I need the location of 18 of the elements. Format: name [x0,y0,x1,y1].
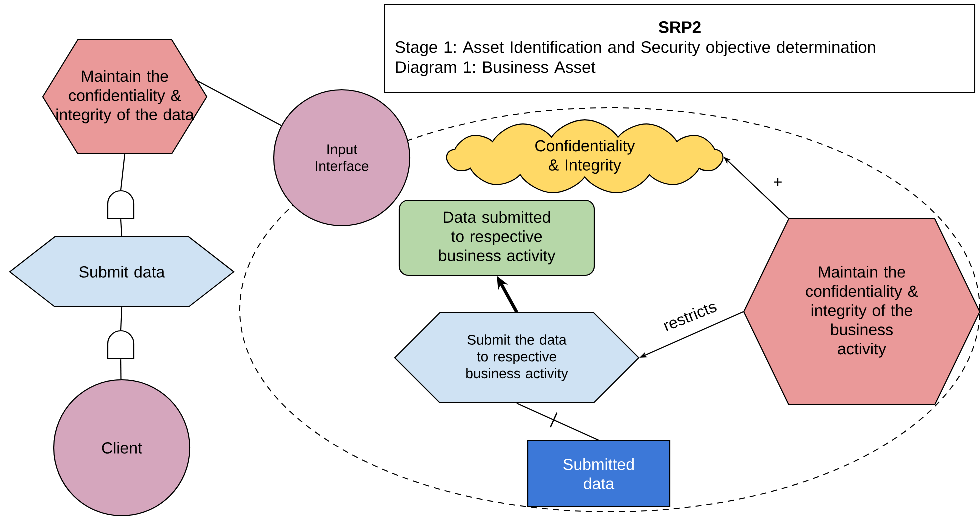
edge-label: + [772,177,784,189]
and-gate [107,190,135,220]
hexagon: Maintain the confidentiality & integrity of the business activity [743,218,980,406]
connector [195,80,282,126]
dashed-ellipse [240,108,980,512]
connector [120,154,126,191]
connector [120,360,122,380]
connector [516,403,600,441]
rounded-box: Data submitted to respective business activity [398,200,596,276]
hexagon: Submit the data to respective business activity [394,312,640,404]
and-gate [107,330,135,360]
title-box: SRP2 Stage 1: Asset Identification and Security objective determination Diagram 1: Business Asset [384,4,976,94]
hexagon: Maintain the confidentiality & integrity of the data [42,39,208,155]
connector [120,308,123,330]
cloud: Confidentiality & Integrity [446,120,724,194]
data-box: Submitted data [527,440,671,508]
connector [120,220,123,236]
hexagon: Submit data [9,236,235,308]
